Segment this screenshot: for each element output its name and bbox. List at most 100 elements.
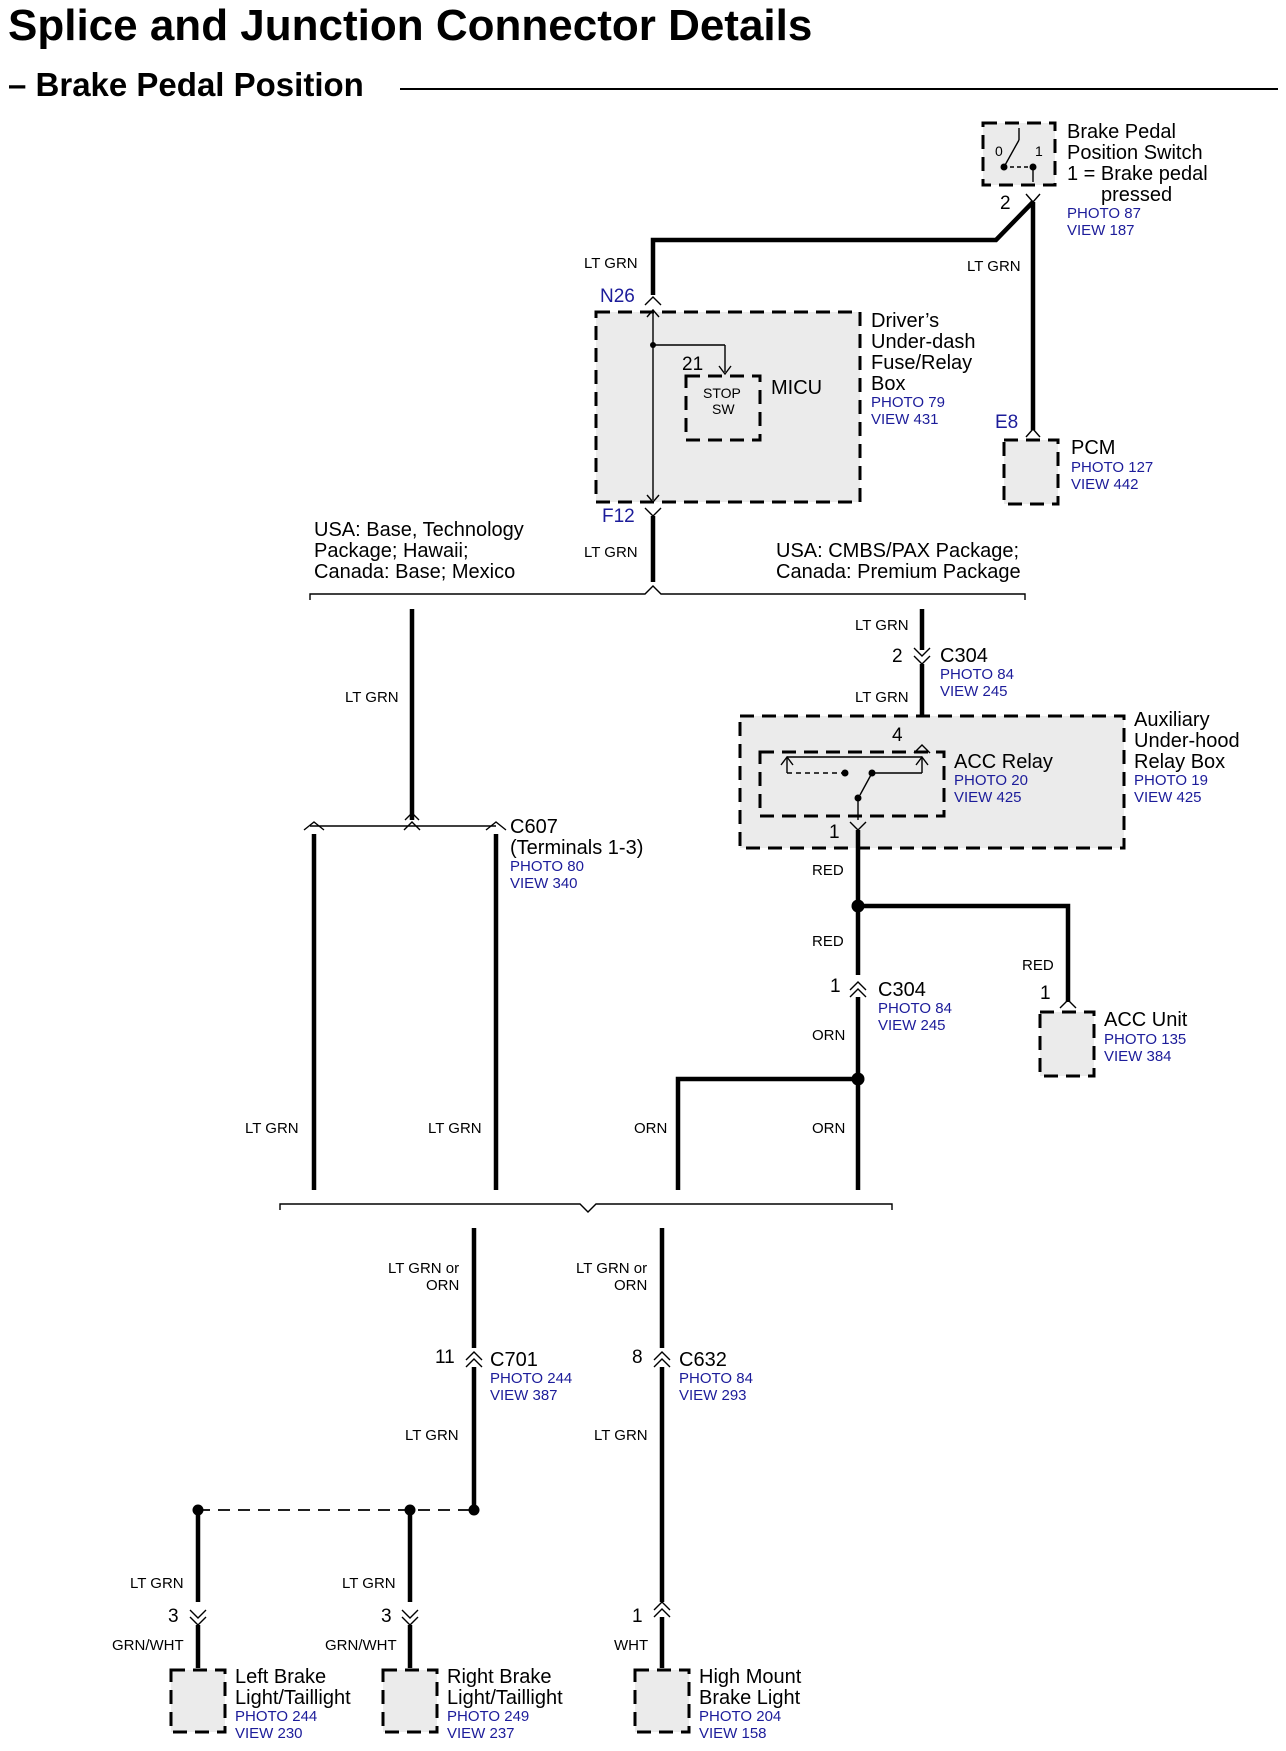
aux-box-label-1: Auxiliary (1134, 709, 1210, 731)
wire-label-ltgrn-c607-r: LT GRN (428, 1120, 482, 1137)
acc-unit-box (1038, 1010, 1096, 1078)
c701-view: VIEW 387 (490, 1387, 558, 1404)
acc-relay-view: VIEW 425 (954, 789, 1022, 806)
wire-label-red-3: RED (1022, 957, 1054, 974)
aux-box-outline (738, 714, 1126, 850)
left-light-photo: PHOTO 244 (235, 1708, 317, 1725)
terminal-f12: F12 (602, 506, 635, 527)
acc-relay-pin-4: 4 (892, 725, 903, 746)
pcm-view: VIEW 442 (1071, 476, 1139, 493)
aux-box-photo: PHOTO 19 (1134, 772, 1208, 789)
right-light-photo: PHOTO 249 (447, 1708, 529, 1725)
variant-right-2: Canada: Premium Package (776, 561, 1021, 583)
wire-label-wht: WHT (614, 1637, 648, 1654)
right-light-label-2: Light/Taillight (447, 1687, 563, 1709)
high-mount-photo: PHOTO 204 (699, 1708, 781, 1725)
right-brake-light: 3 GRN/WHT Right Brake Light/Taillight PH… (325, 1606, 563, 1742)
right-light-view: VIEW 237 (447, 1725, 515, 1742)
wire-label-ltgrn-n26: LT GRN (584, 255, 638, 272)
wire-switch-to-n26 (650, 200, 1035, 295)
variant-right-1: USA: CMBS/PAX Package; (776, 540, 1019, 562)
c304-top-photo: PHOTO 84 (940, 666, 1014, 683)
left-light-label-1: Left Brake (235, 1666, 326, 1688)
micu-pin-21: 21 (682, 354, 703, 375)
aux-box-view: VIEW 425 (1134, 789, 1202, 806)
c701-label: C701 (490, 1349, 538, 1371)
brake-switch-label-2: Position Switch (1067, 142, 1203, 164)
variant-left-1: USA: Base, Technology (314, 519, 524, 541)
c607-view: VIEW 340 (510, 875, 578, 892)
c607-sub: (Terminals 1-3) (510, 837, 643, 859)
high-mount-box (633, 1668, 691, 1734)
c607-photo: PHOTO 80 (510, 858, 584, 875)
wire-label-orn-3: ORN (812, 1120, 845, 1137)
pcm-photo: PHOTO 127 (1071, 459, 1153, 476)
right-light-box (381, 1668, 439, 1734)
pcm-box (1002, 438, 1060, 506)
wire-label-ltgrn-c701: LT GRN (405, 1427, 459, 1444)
wire-label-ltgrn-left: LT GRN (345, 689, 399, 706)
variant-split: USA: Base, Technology Package; Hawaii; C… (309, 519, 1026, 600)
c607-connector: C607 (Terminals 1-3) PHOTO 80 VIEW 340 (303, 812, 643, 892)
c304-top-label: C304 (940, 645, 988, 667)
wire-label-red-1: RED (812, 862, 844, 879)
micu-label: MICU (771, 377, 822, 399)
wire-label-ltgrnor-c632: LT GRN or (576, 1260, 647, 1277)
c304-top-pin: 2 (892, 646, 903, 667)
wire-label-orn-2: ORN (634, 1120, 667, 1137)
c632-label: C632 (679, 1349, 727, 1371)
high-mount-label-2: Brake Light (699, 1687, 801, 1709)
fuse-box-photo: PHOTO 79 (871, 394, 945, 411)
brake-switch-label-1: Brake Pedal (1067, 121, 1176, 143)
merge-bracket (279, 1203, 893, 1213)
fuse-box-label-4: Box (871, 373, 905, 395)
fuse-box-view: VIEW 431 (871, 411, 939, 428)
c632-connector: 8 C632 PHOTO 84 VIEW 293 (632, 1347, 753, 1404)
c701-connector: 11 C701 PHOTO 244 VIEW 387 (435, 1347, 572, 1404)
c304-mid-view: VIEW 245 (878, 1017, 946, 1034)
brake-pedal-switch: 0 1 Brake Pedal Position Switch 1 = Brak… (981, 121, 1208, 239)
acc-relay-box (758, 750, 946, 818)
wire-label-ltgrn-ll: LT GRN (130, 1575, 184, 1592)
pcm: E8 PCM PHOTO 127 VIEW 442 (995, 412, 1153, 506)
pcm-label: PCM (1071, 437, 1115, 459)
aux-box-label-3: Relay Box (1134, 751, 1225, 773)
left-light-box (169, 1668, 227, 1734)
aux-relay-box: 4 ACC Relay PHOTO 20 VIEW 425 Auxiliary … (738, 709, 1240, 850)
switch-pos-0: 0 (995, 143, 1003, 159)
page-subtitle: – Brake Pedal Position (8, 66, 364, 103)
wire-label-ltgrn-c607-l: LT GRN (245, 1120, 299, 1137)
wire-label-grnwht-rl: GRN/WHT (325, 1637, 397, 1654)
brake-switch-view: VIEW 187 (1067, 222, 1135, 239)
left-light-pin: 3 (168, 1606, 179, 1627)
aux-box-label-2: Under-hood (1134, 730, 1240, 752)
brake-switch-pin: 2 (1000, 193, 1011, 214)
high-mount-brake-light: 1 WHT High Mount Brake Light PHOTO 204 V… (614, 1601, 802, 1742)
page-title: Splice and Junction Connector Details (8, 1, 812, 50)
left-brake-light: 3 GRN/WHT Left Brake Light/Taillight PHO… (112, 1606, 351, 1742)
wire-label-ltgrn-c632: LT GRN (594, 1427, 648, 1444)
wire-label-ltgrn-pcm: LT GRN (967, 258, 1021, 275)
wire-label-ltgrn-right: LT GRN (855, 617, 909, 634)
brake-switch-label-4: pressed (1101, 184, 1172, 206)
c632-photo: PHOTO 84 (679, 1370, 753, 1387)
acc-relay-photo: PHOTO 20 (954, 772, 1028, 789)
stop-sw-label-1: STOP (703, 385, 741, 401)
high-mount-pin: 1 (632, 1606, 643, 1627)
c304-mid-photo: PHOTO 84 (878, 1000, 952, 1017)
c632-view: VIEW 293 (679, 1387, 747, 1404)
wire-label-orn-c701: ORN (426, 1277, 459, 1294)
high-mount-view: VIEW 158 (699, 1725, 767, 1742)
fuse-box-label-1: Driver’s (871, 310, 939, 332)
wire-label-red-2: RED (812, 933, 844, 950)
wire-label-orn-c632: ORN (614, 1277, 647, 1294)
c304-top-view: VIEW 245 (940, 683, 1008, 700)
acc-unit-label: ACC Unit (1104, 1009, 1188, 1031)
brake-switch-photo: PHOTO 87 (1067, 205, 1141, 222)
wire-orn-branch (675, 1076, 858, 1190)
c701-photo: PHOTO 244 (490, 1370, 572, 1387)
right-light-label-1: Right Brake (447, 1666, 552, 1688)
c701-pin: 11 (435, 1347, 455, 1368)
acc-unit-photo: PHOTO 135 (1104, 1031, 1186, 1048)
